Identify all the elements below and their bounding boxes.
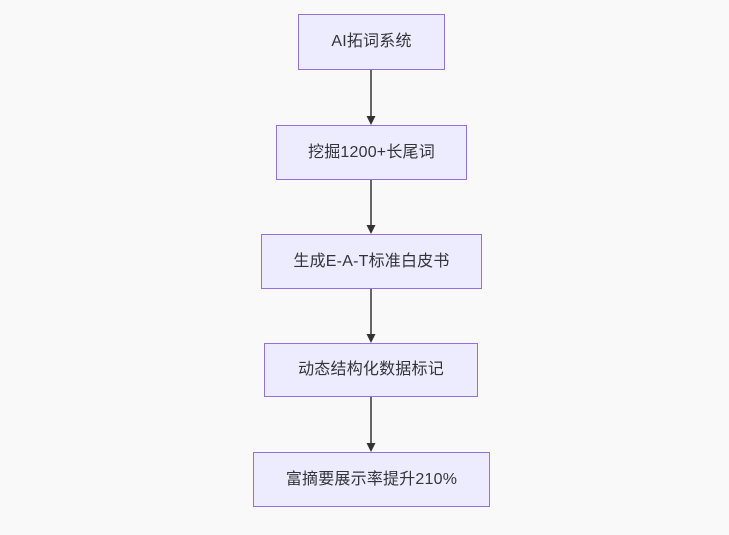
edge-n4-n5 — [361, 397, 381, 453]
flowchart-node-mine-longtail-keywords[interactable]: 挖掘1200+长尾词 — [276, 125, 467, 180]
flowchart-node-generate-eat-whitepaper[interactable]: 生成E-A-T标准白皮书 — [261, 234, 482, 289]
flowchart-node-ai-keyword-system[interactable]: AI拓词系统 — [298, 14, 445, 70]
node-label: 动态结构化数据标记 — [298, 361, 444, 379]
flowchart-node-rich-snippet-rate-increase[interactable]: 富摘要展示率提升210% — [253, 452, 490, 507]
node-label: 富摘要展示率提升210% — [285, 470, 458, 488]
edge-n2-n3 — [361, 180, 381, 235]
flowchart-node-dynamic-structured-data-markup[interactable]: 动态结构化数据标记 — [264, 343, 478, 397]
node-label: 生成E-A-T标准白皮书 — [293, 252, 450, 270]
node-label: AI拓词系统 — [331, 33, 412, 51]
edge-n3-n4 — [361, 289, 381, 344]
edge-n1-n2 — [361, 70, 381, 126]
node-label: 挖掘1200+长尾词 — [308, 143, 435, 161]
